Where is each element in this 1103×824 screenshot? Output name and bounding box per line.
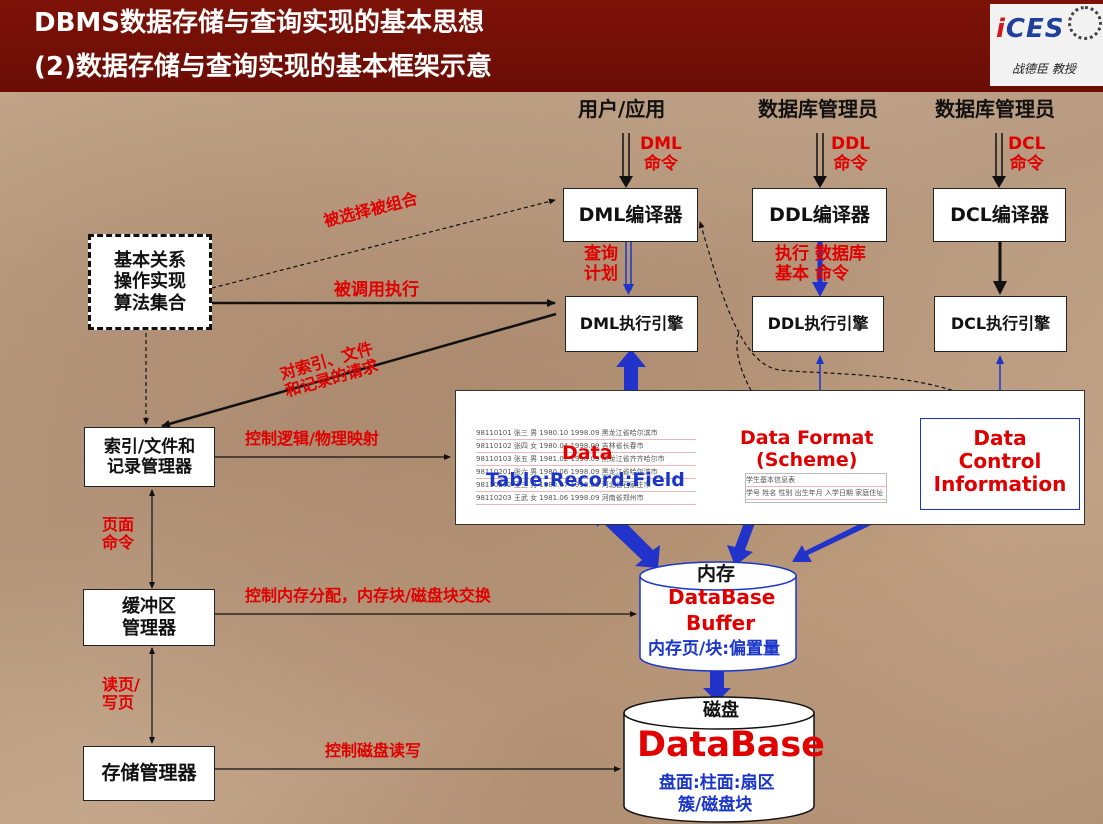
- query-plan-label: 查询 计划: [584, 244, 618, 284]
- exec-basic-cmd-label: 执行 数据库 基本 命令: [775, 244, 866, 284]
- index-request-arrow: [161, 312, 557, 428]
- table-row: 98110101 张三 男 1980.10 1998.09 黑龙江省哈尔滨市: [476, 427, 696, 440]
- mem-alloc-label: 控制内存分配，内存块/磁盘块交换: [245, 586, 491, 605]
- scheme-row: 学号 姓名 性别 出生年月 入学日期 家庭住址: [746, 487, 886, 500]
- dml-engine-box: DML执行引擎: [565, 296, 698, 352]
- table-row: 98110202 王三 男 1980.07 1998.09 河北省石家庄市: [476, 479, 696, 492]
- disk-cyl-line1: DataBase: [637, 725, 825, 765]
- logo-brand: iCES: [996, 14, 1065, 44]
- page-cmd-label: 页面 命令: [102, 515, 135, 553]
- buffer-cyl-line1: DataBase: [668, 585, 776, 609]
- disk-cylinder: [623, 696, 815, 823]
- actor-user-app: 用户/应用: [578, 97, 666, 121]
- disk-rw-label: 控制磁盘读写: [325, 741, 422, 760]
- dml-command-arrow: [619, 133, 633, 188]
- dcl-exec-arrow: [993, 242, 1007, 295]
- table-row: 98110201 张六 男 1980.06 1998.09 黑龙江省哈尔滨市: [476, 466, 696, 479]
- data-control-info-label: Data Control Information: [933, 426, 1067, 496]
- dml-compiler-box: DML编译器: [563, 188, 698, 242]
- scheme-feedback-arrow: [698, 221, 1001, 419]
- logo-subtitle: 战德臣 教授: [1012, 62, 1076, 76]
- index-file-record-manager-box: 索引/文件和 记录管理器: [84, 427, 215, 487]
- buffer-cylinder: [639, 561, 797, 672]
- buffer-cyl-line3: 内存页/块:偏置量: [648, 639, 781, 659]
- algorithm-set-box: 基本关系 操作实现 算法集合: [88, 234, 212, 330]
- data-label: Data: [562, 442, 613, 464]
- dml-command-label: DML 命令: [640, 134, 682, 174]
- disk-cyl-line2: 盘面:柱面:扇区: [659, 773, 775, 793]
- disk-cyl-line3: 簇/磁盘块: [678, 795, 753, 815]
- buffer-cyl-top-label: 内存: [697, 563, 736, 585]
- slide-title-line1: DBMS数据存储与查询实现的基本思想: [34, 8, 484, 38]
- dcl-command-arrow: [992, 133, 1006, 188]
- buffer-manager-box: 缓冲区 管理器: [83, 589, 215, 646]
- disk-cyl-top-label: 磁盘: [703, 700, 739, 721]
- ddl-command-arrow: [813, 133, 827, 188]
- selected-combined-arrow: [211, 198, 556, 289]
- buffer-cyl-line2: Buffer: [686, 611, 756, 635]
- invoked-exec-label: 被调用执行: [334, 280, 419, 300]
- ddl-engine-box: DDL执行引擎: [752, 296, 884, 352]
- scheme-thumbnail: 学生基本信息表 学号 姓名 性别 出生年月 入学日期 家庭住址: [745, 473, 887, 503]
- ddl-compiler-box: DDL编译器: [752, 188, 887, 242]
- data-format-scheme-label: Data Format (Scheme): [740, 427, 874, 471]
- slide-title-line2: (2)数据存储与查询实现的基本框架示意: [34, 52, 492, 82]
- dml-engine-data-arrow: [616, 349, 646, 424]
- dcl-engine-box: DCL执行引擎: [934, 296, 1067, 352]
- dml-plan-arrow: [623, 242, 634, 295]
- dcl-command-label: DCL 命令: [1008, 134, 1046, 174]
- table-row: 98110103 张五 男 1981.02 1998.09 黑龙江省齐齐哈尔市: [476, 453, 696, 466]
- data-control-info-box: [920, 418, 1080, 510]
- actor-dba-ddl: 数据库管理员: [758, 97, 878, 121]
- logic-map-label: 控制逻辑/物理映射: [245, 429, 379, 448]
- scheme-row: 学生基本信息表: [746, 474, 886, 487]
- title-bar: DBMS数据存储与查询实现的基本思想 (2)数据存储与查询实现的基本框架示意: [0, 0, 1103, 92]
- table-row: 98110203 王武 女 1981.06 1998.09 河南省郑州市: [476, 492, 696, 505]
- storage-manager-box: 存储管理器: [83, 746, 215, 801]
- ddl-command-label: DDL 命令: [831, 134, 871, 174]
- table-record-field-label: Table:Record:Field: [486, 469, 685, 491]
- actor-dba-dcl: 数据库管理员: [935, 97, 1055, 121]
- table-row: 98110102 张四 女 1980.04 1998.09 吉林省长春市: [476, 440, 696, 453]
- gear-emblem-icon: [1068, 6, 1102, 40]
- ddl-exec-arrow: [812, 242, 828, 297]
- logo: iCES 战德臣 教授: [990, 4, 1103, 86]
- dcl-compiler-box: DCL编译器: [933, 188, 1066, 242]
- data-table-thumbnail: 98110101 张三 男 1980.10 1998.09 黑龙江省哈尔滨市 9…: [476, 427, 696, 507]
- rw-page-label: 读页/ 写页: [102, 675, 140, 713]
